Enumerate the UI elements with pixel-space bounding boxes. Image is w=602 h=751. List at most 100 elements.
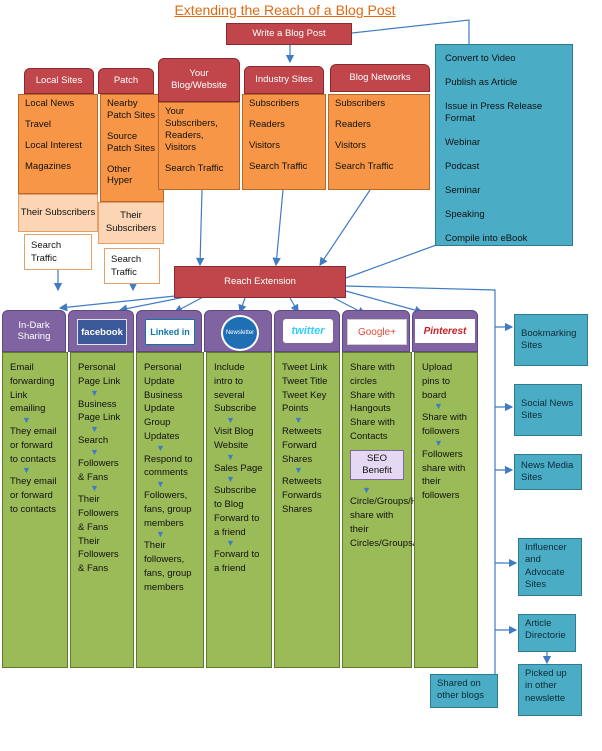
source-item: Search Traffic [249,160,308,172]
repurpose-item: Compile into eBook [445,232,528,244]
blog-networks-list: Subscribers Readers Visitors Search Traf… [328,94,430,190]
column-item: Visit Blog Website [214,426,254,451]
column-item: Tweet Link Tweet Title Tweet Key Points [282,362,328,415]
page-title: Extending the Reach of a Blog Post [174,2,396,18]
down-arrow-icon: ▼ [156,529,165,540]
down-arrow-icon: ▼ [22,415,31,426]
column-newsletter: Include intro to several Subscribe ▼ Vis… [206,352,272,668]
column-item: Include intro to several [214,362,245,401]
column-item: Followers share with their followers [422,448,466,502]
down-arrow-icon: ▼ [90,387,99,398]
down-arrow-icon: ▼ [226,415,235,426]
patch-header: Patch [98,68,154,94]
column-item: Their Followers & Fans [78,494,119,533]
column-item: Share with Contacts [350,417,395,442]
column-item: Respond to comments [144,453,193,479]
source-item: Search Traffic [165,162,224,174]
column-item: Their Followers & Fans [78,535,119,575]
twitter-header: twitter [274,310,340,352]
down-arrow-icon: ▼ [294,465,303,476]
repurpose-item: Publish as Article [445,76,518,88]
reach-extension-box: Reach Extension [174,266,346,298]
source-item: Travel [25,118,52,130]
column-item: Retweets Forward Shares [282,426,322,465]
column-item: Forward to a friend [214,512,260,538]
source-item: Readers [249,118,285,130]
twitter-logo-icon: twitter [283,319,333,343]
source-item: Magazines [25,160,71,172]
blog-networks-header: Blog Networks [330,64,430,92]
your-blog-list: Your Subscribers, Readers, Visitors Sear… [158,102,240,190]
down-arrow-icon: ▼ [434,401,443,412]
bookmarking-sites-box: Bookmarking Sites [514,314,588,366]
facebook-logo-icon: facebook [77,319,127,345]
source-item: Visitors [335,139,366,151]
down-arrow-icon: ▼ [22,465,31,476]
source-item: Your Subscribers, Readers, Visitors [165,106,218,153]
down-arrow-icon: ▼ [90,483,99,494]
column-item: Followers, fans, group members [144,490,192,529]
news-media-sites-box: News Media Sites [514,454,582,490]
in-dark-sharing-header: In-Dark Sharing [2,310,66,352]
local-sites-header: Local Sites [24,68,94,94]
column-twitter: Tweet Link Tweet Title Tweet Key Points … [274,352,340,668]
newsletter-header: Newsletter [204,310,272,352]
source-item: Visitors [249,139,280,151]
repurpose-item: Seminar [445,184,481,196]
repurpose-item: Speaking [445,208,485,220]
seo-benefit-box: SEO Benefit [350,449,404,481]
column-item: Subscribe to Blog [214,485,257,511]
shared-other-blogs-box: Shared on other blogs [430,674,498,708]
column-item: They email or forward to contacts [10,426,57,465]
source-item: Nearby Patch Sites [107,98,156,121]
column-item: Subscribe [214,403,257,415]
down-arrow-icon: ▼ [434,437,443,448]
down-arrow-icon: ▼ [362,485,371,496]
article-directories-box: Article Directorie [518,614,576,652]
picked-up-newsletters-box: Picked up in other newslette [518,664,582,716]
column-linkedin: Personal Update Business Update Group Up… [136,352,204,668]
industry-sites-header: Industry Sites [244,66,324,94]
column-item: Followers & Fans [78,457,119,483]
google-plus-header: Google+ [342,310,410,352]
column-item: Personal Update Business Update Group Up… [144,362,183,442]
source-item: Subscribers [249,98,300,109]
column-item: Share with followers [422,412,467,438]
down-arrow-icon: ▼ [294,415,303,426]
down-arrow-icon: ▼ [156,479,165,490]
column-item: Personal Page Link [78,362,121,387]
industry-sites-list: Subscribers Readers Visitors Search Traf… [242,94,326,190]
source-item: Search Traffic [335,160,394,172]
pinterest-logo-icon: Pinterest [415,319,475,343]
column-item: Email forwarding Link emailing [10,362,55,415]
patch-list: Nearby Patch Sites Source Patch Sites Ot… [100,94,164,202]
down-arrow-icon: ▼ [226,451,235,462]
column-item: Share with circles [350,362,395,387]
down-arrow-icon: ▼ [226,474,235,485]
column-item: Search [78,435,109,447]
in-dark-sharing-label: In-Dark Sharing [17,320,51,342]
repurpose-item: Issue in Press Release Format [445,100,543,125]
patch-subscribers: Their Subscribers [98,202,164,244]
source-item: Other Hyper [107,163,133,187]
down-arrow-icon: ▼ [90,446,99,457]
local-sites-list: Local News Travel Local Interest Magazin… [18,94,98,194]
column-google-plus: Share with circles Share with Hangouts S… [342,352,456,668]
repurpose-item: Podcast [445,161,480,173]
linkedin-header: Linked in [136,310,202,352]
linkedin-logo-icon: Linked in [145,319,195,345]
social-news-sites-box: Social News Sites [514,384,582,436]
repurpose-list: Convert to Video Publish as Article Issu… [435,44,573,246]
your-blog-header: Your Blog/Website [158,58,240,102]
source-item: Readers [335,118,371,130]
column-item: They email or forward to contacts [10,476,57,515]
column-item: Retweets Forwards Shares [282,476,322,515]
local-sites-subscribers: Their Subscribers [18,194,98,232]
column-item: Share with Hangouts [350,389,395,415]
source-item: Subscribers [335,98,386,109]
write-blog-post-box: Write a Blog Post [226,23,352,45]
google-plus-logo-icon: Google+ [347,319,407,345]
source-item: Local News [25,98,75,109]
repurpose-item: Webinar [445,137,481,149]
column-item: Sales Page [214,462,263,474]
